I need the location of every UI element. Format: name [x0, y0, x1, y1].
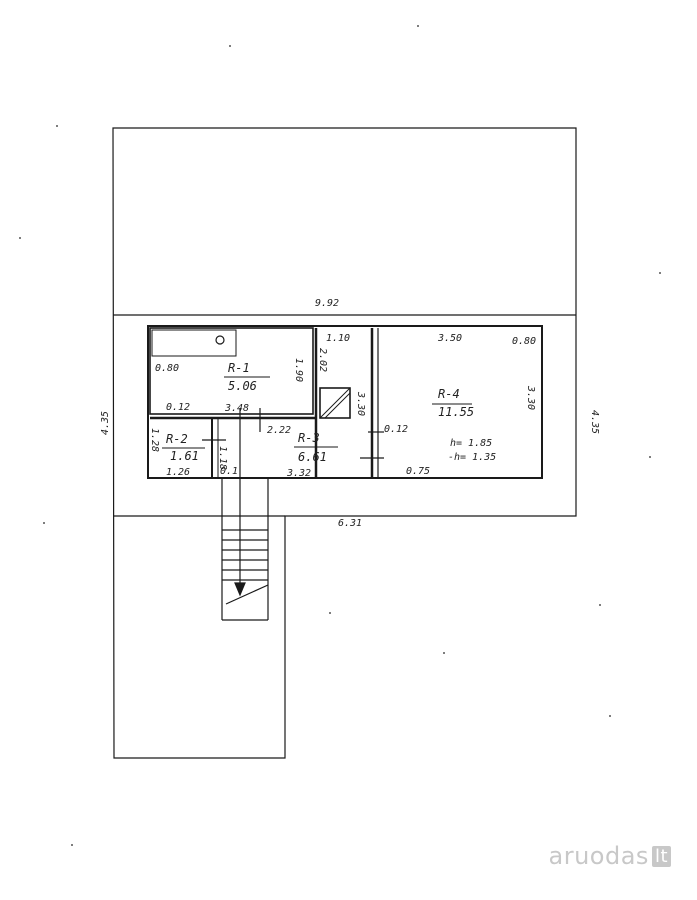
watermark-brand: aruodas — [548, 842, 649, 870]
dim-r4-corner: 0.80 — [512, 336, 536, 347]
watermark-tld: lt — [651, 846, 671, 867]
sink-symbol — [215, 335, 225, 345]
dim-top-small: 1.10 — [326, 333, 350, 344]
room-r3-outline — [149, 327, 314, 415]
room-area: 1.61 — [170, 449, 199, 463]
room-area: 6.61 — [298, 450, 327, 464]
room-code: R-4 — [438, 387, 460, 401]
dim-door: 0.75 — [406, 466, 430, 477]
dim-bottom-width: 6.31 — [338, 518, 362, 529]
dim-r4-width: 3.50 — [437, 333, 462, 344]
room-r3-label: R-1 5.06 — [224, 361, 270, 393]
dim-r4-height: 3.30 — [525, 385, 536, 410]
dim-r1-small: 0.12 — [384, 424, 408, 435]
dimensions: 9.92 4.35 4.35 6.31 3.48 0.80 1.90 0.12 … — [100, 298, 600, 529]
inner-block — [147, 325, 543, 479]
room-code: R-2 — [166, 432, 188, 446]
dim-r2-width: 1.26 — [166, 467, 190, 478]
chimney — [319, 387, 351, 419]
room-r2-label: R-2 1.61 — [162, 432, 205, 463]
dim-right-height: 4.35 — [589, 410, 600, 434]
room-code: R-3 — [298, 431, 320, 445]
dim-r3-small: 2.02 — [317, 348, 328, 372]
dim-overall-width: 9.92 — [315, 298, 339, 309]
dim-middle-height: 3.30 — [355, 391, 366, 416]
dim-r3-height: 1.90 — [293, 358, 304, 382]
appliance — [151, 329, 237, 357]
room-note: h= 1.85 — [450, 438, 492, 449]
room-code: R-1 — [228, 361, 250, 375]
dim-r2-side: 1.18 — [217, 446, 228, 470]
dim-r3-left: 0.80 — [155, 363, 179, 374]
dim-r2-bottom: 0.1 — [220, 466, 238, 477]
room-note: -h= 1.35 — [448, 452, 496, 463]
scan-specks — [19, 25, 661, 846]
dim-r3-width: 3.48 — [224, 403, 249, 414]
room-r4-label: R-4 11.55 h= 1.85 -h= 1.35 — [432, 387, 496, 463]
room-r1-label: R-3 6.61 — [294, 431, 338, 464]
dim-r1-width: 3.32 — [286, 468, 311, 479]
stairs — [221, 408, 269, 621]
room-area: 5.06 — [228, 379, 257, 393]
room-area: 11.55 — [438, 405, 474, 419]
dim-r2-height: 1.28 — [149, 428, 160, 452]
dim-left-height: 4.35 — [100, 411, 111, 435]
dim-r1-inner: 2.22 — [267, 425, 291, 436]
dim-r3-corner: 0.12 — [166, 402, 190, 413]
